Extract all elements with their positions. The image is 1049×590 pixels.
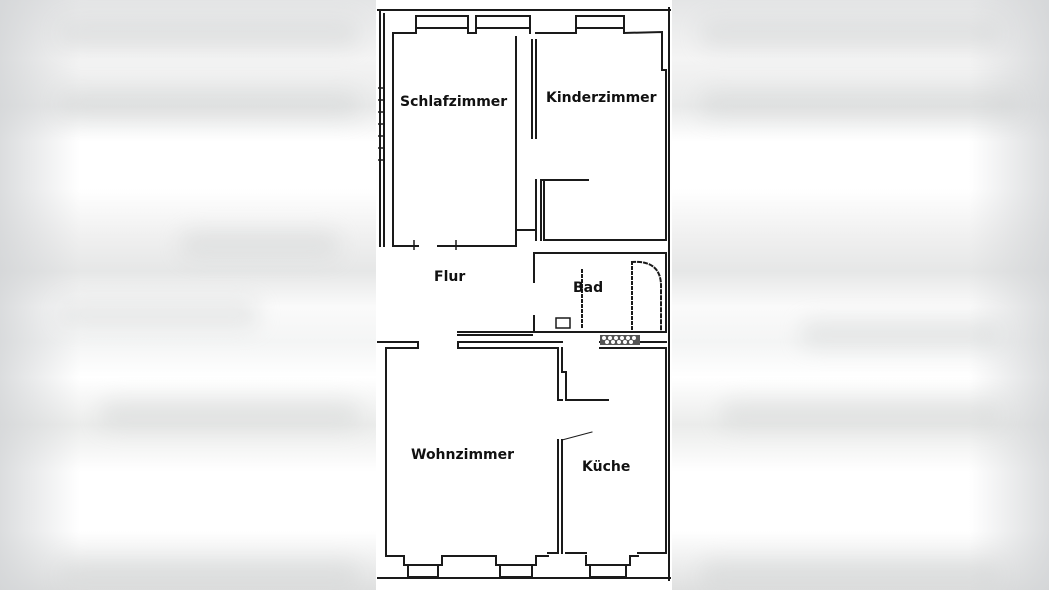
room-label-kueche: Küche (582, 459, 631, 475)
room-label-schlafzimmer: Schlafzimmer (400, 94, 508, 110)
room-label-flur: Flur (434, 269, 466, 285)
floor-plan-drawing (377, 7, 671, 581)
floor-plan: Schlafzimmer Kinderzimmer Flur Bad Wohnz… (376, 0, 672, 590)
room-label-bad: Bad (573, 280, 604, 296)
room-label-wohnzimmer: Wohnzimmer (411, 447, 515, 463)
room-label-kinderzimmer: Kinderzimmer (546, 90, 657, 106)
